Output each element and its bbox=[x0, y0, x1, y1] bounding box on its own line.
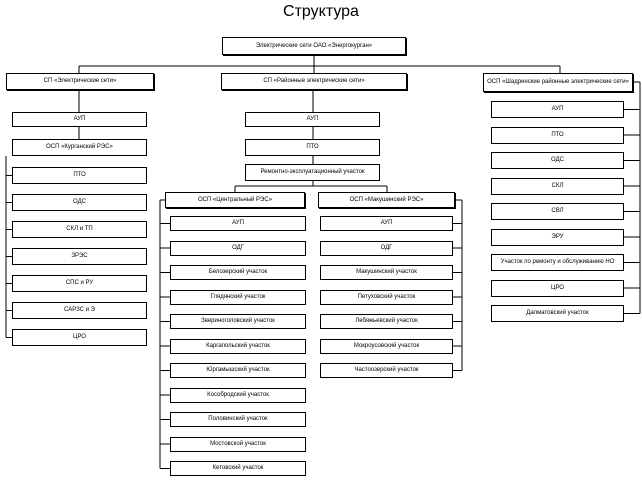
makushino-item-7: Частоозерский участок bbox=[320, 363, 453, 378]
left-item-5: СПС и РУ bbox=[12, 275, 147, 292]
right-item-3: ОДС bbox=[491, 152, 624, 169]
makushino-res-node: ОСП «Макушинский РЭС» bbox=[318, 192, 455, 208]
left-item-1: ПТО bbox=[12, 167, 147, 184]
left-item-6: САРЗС и Э bbox=[12, 302, 147, 319]
makushino-item-3: Макушинский участок bbox=[320, 265, 453, 280]
central-item-6: Каргапольский участок bbox=[170, 338, 306, 354]
right-item-1: АУП bbox=[491, 101, 624, 118]
central-item-9: Половинский участок bbox=[170, 412, 306, 427]
central-res-node: ОСП «Центральный РЭС» bbox=[165, 192, 305, 208]
central-item-8: Кособродский участок bbox=[170, 387, 306, 403]
central-item-7: Юргамышский участок bbox=[170, 363, 306, 378]
left-aup-node: АУП bbox=[12, 112, 147, 127]
right-item-6: ЭРУ bbox=[491, 228, 624, 246]
central-item-11: Кетовский участок bbox=[170, 461, 306, 476]
middle-repair-node: Ремонтно-эксплуатационный участок bbox=[245, 164, 380, 181]
left-osp-node: ОСП «Курганский РЭС» bbox=[12, 139, 147, 156]
central-item-2: ОДГ bbox=[170, 240, 306, 256]
root-node: Электрические сети ОАО «Энергокурган» bbox=[222, 37, 406, 55]
central-item-4: Глядянский участок bbox=[170, 289, 306, 305]
central-item-10: Мостовской участок bbox=[170, 436, 306, 452]
left-item-7: ЦРО bbox=[12, 329, 147, 346]
left-item-2: ОДС bbox=[12, 194, 147, 211]
right-item-5: СВЛ bbox=[491, 203, 624, 220]
makushino-item-4: Петуховский участок bbox=[320, 289, 453, 305]
middle-branch-node: СП «Районные электрические сети» bbox=[221, 73, 407, 90]
left-branch-node: СП «Электрические сети» bbox=[6, 73, 154, 90]
makushino-item-6: Мокроусовский участок bbox=[320, 338, 453, 354]
right-item-8: ЦРО bbox=[491, 279, 624, 297]
right-item-7: Участок по ремонту и обслуживанию НО bbox=[491, 254, 624, 271]
central-item-1: АУП bbox=[170, 216, 306, 231]
makushino-item-1: АУП bbox=[320, 216, 453, 231]
makushino-item-2: ОДГ bbox=[320, 240, 453, 256]
middle-aup-node: АУП bbox=[245, 112, 380, 127]
central-item-5: Звериноголовский участок bbox=[170, 314, 306, 329]
right-item-4: СКЛ bbox=[491, 177, 624, 195]
page-title: Структура bbox=[283, 3, 359, 20]
left-item-4: ЗРЭС bbox=[12, 248, 147, 265]
right-item-9: Далматовский участок bbox=[491, 305, 624, 322]
makushino-item-5: Лебяжьевский участок bbox=[320, 314, 453, 329]
left-item-3: СКЛ и ТП bbox=[12, 221, 147, 238]
middle-pto-node: ПТО bbox=[245, 139, 380, 156]
right-branch-node: ОСП «Шадринские районные электрические с… bbox=[483, 73, 633, 92]
central-item-3: Белозерский участок bbox=[170, 265, 306, 280]
right-item-2: ПТО bbox=[491, 126, 624, 144]
